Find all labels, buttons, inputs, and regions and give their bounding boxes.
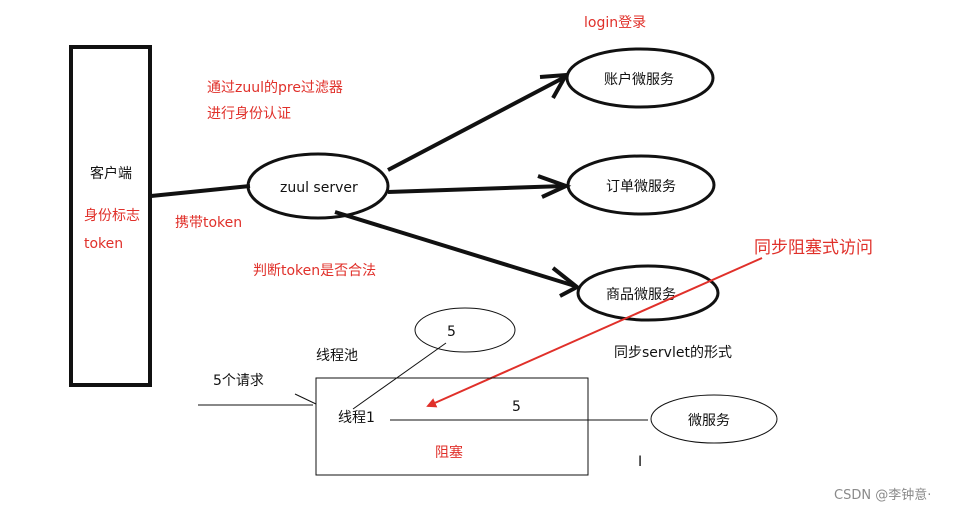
judge-token-label: 判断token是否合法 <box>253 263 376 279</box>
product-service-label: 商品微服务 <box>606 287 676 303</box>
five-line-label: 5 <box>512 399 521 415</box>
client-token-label: token <box>84 236 123 252</box>
thread-pool-box <box>315 377 589 476</box>
arrow-to-order <box>387 184 566 194</box>
arrow-to-product <box>334 210 576 288</box>
watermark: CSDN @李钟意· <box>834 487 931 503</box>
zuul-server-label: zuul server <box>280 180 358 196</box>
arrow-to-account <box>387 76 564 172</box>
login-label: login登录 <box>584 15 646 31</box>
order-service-label: 订单微服务 <box>606 179 676 195</box>
zuul-server-node <box>246 152 390 220</box>
account-service-label: 账户微服务 <box>604 71 674 88</box>
request-line-tip <box>294 393 317 405</box>
zuul-note-line2: 进行身份认证 <box>207 106 291 122</box>
client-box <box>69 45 152 387</box>
account-service-node <box>565 47 715 109</box>
micro-service-label: 微服务 <box>688 413 730 429</box>
thread-pool-label: 线程池 <box>316 348 358 364</box>
order-service-node <box>566 154 716 216</box>
client-zuul-connector <box>150 184 251 198</box>
client-identity-label: 身份标志 <box>84 208 140 224</box>
five-bubble <box>414 307 516 353</box>
arrowhead-order <box>537 174 572 199</box>
sync-servlet-label: 同步servlet的形式 <box>614 345 732 361</box>
carry-token-label: 携带token <box>175 215 242 231</box>
blocked-label: 阻塞 <box>435 444 463 461</box>
five-requests-label: 5个请求 <box>213 373 264 389</box>
bubble-pointer <box>352 342 447 410</box>
client-label: 客户端 <box>90 165 132 182</box>
zuul-note-line1: 通过zuul的pre过滤器 <box>207 80 343 96</box>
five-bubble-label: 5 <box>447 324 456 340</box>
sync-blocking-arrow <box>426 257 763 408</box>
arrowhead-product <box>551 266 581 298</box>
text-cursor-icon: I <box>638 454 642 470</box>
thread1-label: 线程1 <box>338 410 375 426</box>
product-service-node <box>576 264 720 322</box>
micro-service-node <box>650 394 778 444</box>
sync-blocking-label: 同步阻塞式访问 <box>754 238 873 258</box>
